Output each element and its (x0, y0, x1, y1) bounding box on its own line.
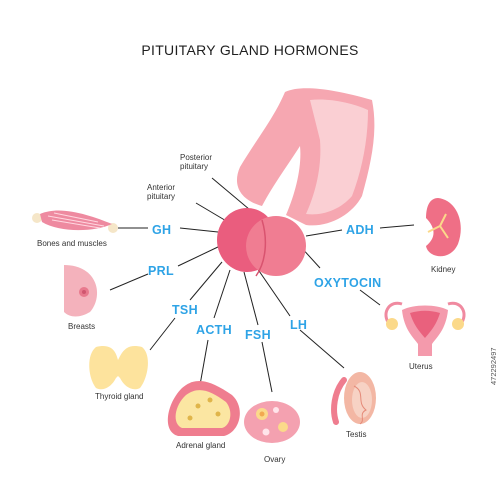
hormone-adh: ADH (346, 223, 374, 237)
hormone-fsh: FSH (245, 328, 271, 342)
posterior-line1: Posterior (180, 153, 213, 162)
tsh-line (189, 261, 223, 301)
fsh-target-line (261, 341, 273, 393)
pituitary-stalk (236, 88, 375, 226)
acth-target-line (199, 339, 209, 386)
anterior-line2: pituitary (147, 192, 176, 201)
anterior-line1: Anterior (147, 183, 176, 192)
adh-target-line (379, 224, 415, 229)
stock-id: 472292497 (489, 347, 498, 385)
posterior-pituitary-label: Posterior pituitary (180, 153, 212, 171)
target-kidney: Kidney (431, 265, 456, 274)
anterior-pituitary-label: Anterior pituitary (147, 183, 175, 201)
target-breasts: Breasts (68, 322, 96, 331)
connector-lines (109, 177, 415, 393)
fsh-line (243, 271, 259, 326)
adh-line (305, 229, 343, 237)
hormone-prl: PRL (148, 264, 174, 278)
kidney-icon (426, 198, 461, 257)
target-bones-muscles: Bones and muscles (37, 239, 107, 248)
target-testis: Testis (346, 430, 367, 439)
anterior-pointer (195, 202, 229, 223)
hormone-lh: LH (290, 318, 308, 332)
gh-line (179, 227, 219, 233)
page-title: PITUITARY GLAND HORMONES (141, 42, 359, 58)
tsh-target-line (149, 317, 176, 351)
hormone-gh: GH (152, 223, 172, 237)
target-ovary: Ovary (264, 455, 286, 464)
target-adrenal: Adrenal gland (176, 441, 226, 450)
ovary-icon (244, 401, 300, 443)
lh-line (256, 267, 291, 317)
oxytocin-target-line (359, 289, 381, 306)
posterior-line2: pituitary (180, 162, 209, 171)
hormone-acth: ACTH (196, 323, 232, 337)
pituitary-gland (217, 208, 306, 277)
thyroid-icon (89, 346, 148, 390)
uterus-icon (384, 301, 466, 356)
target-thyroid: Thyroid gland (95, 392, 144, 401)
hormone-tsh: TSH (172, 303, 198, 317)
lh-target-line (299, 329, 345, 369)
prl-line (177, 245, 221, 267)
posterior-lobe (246, 216, 306, 276)
acth-line (213, 269, 231, 319)
hormone-oxytocin: OXYTOCIN (314, 276, 382, 290)
muscle-icon (32, 210, 118, 233)
breast-icon (64, 265, 98, 317)
adrenal-icon (167, 380, 240, 436)
prl-target-line (109, 273, 149, 291)
target-uterus: Uterus (409, 362, 433, 371)
testis-icon (331, 372, 376, 425)
